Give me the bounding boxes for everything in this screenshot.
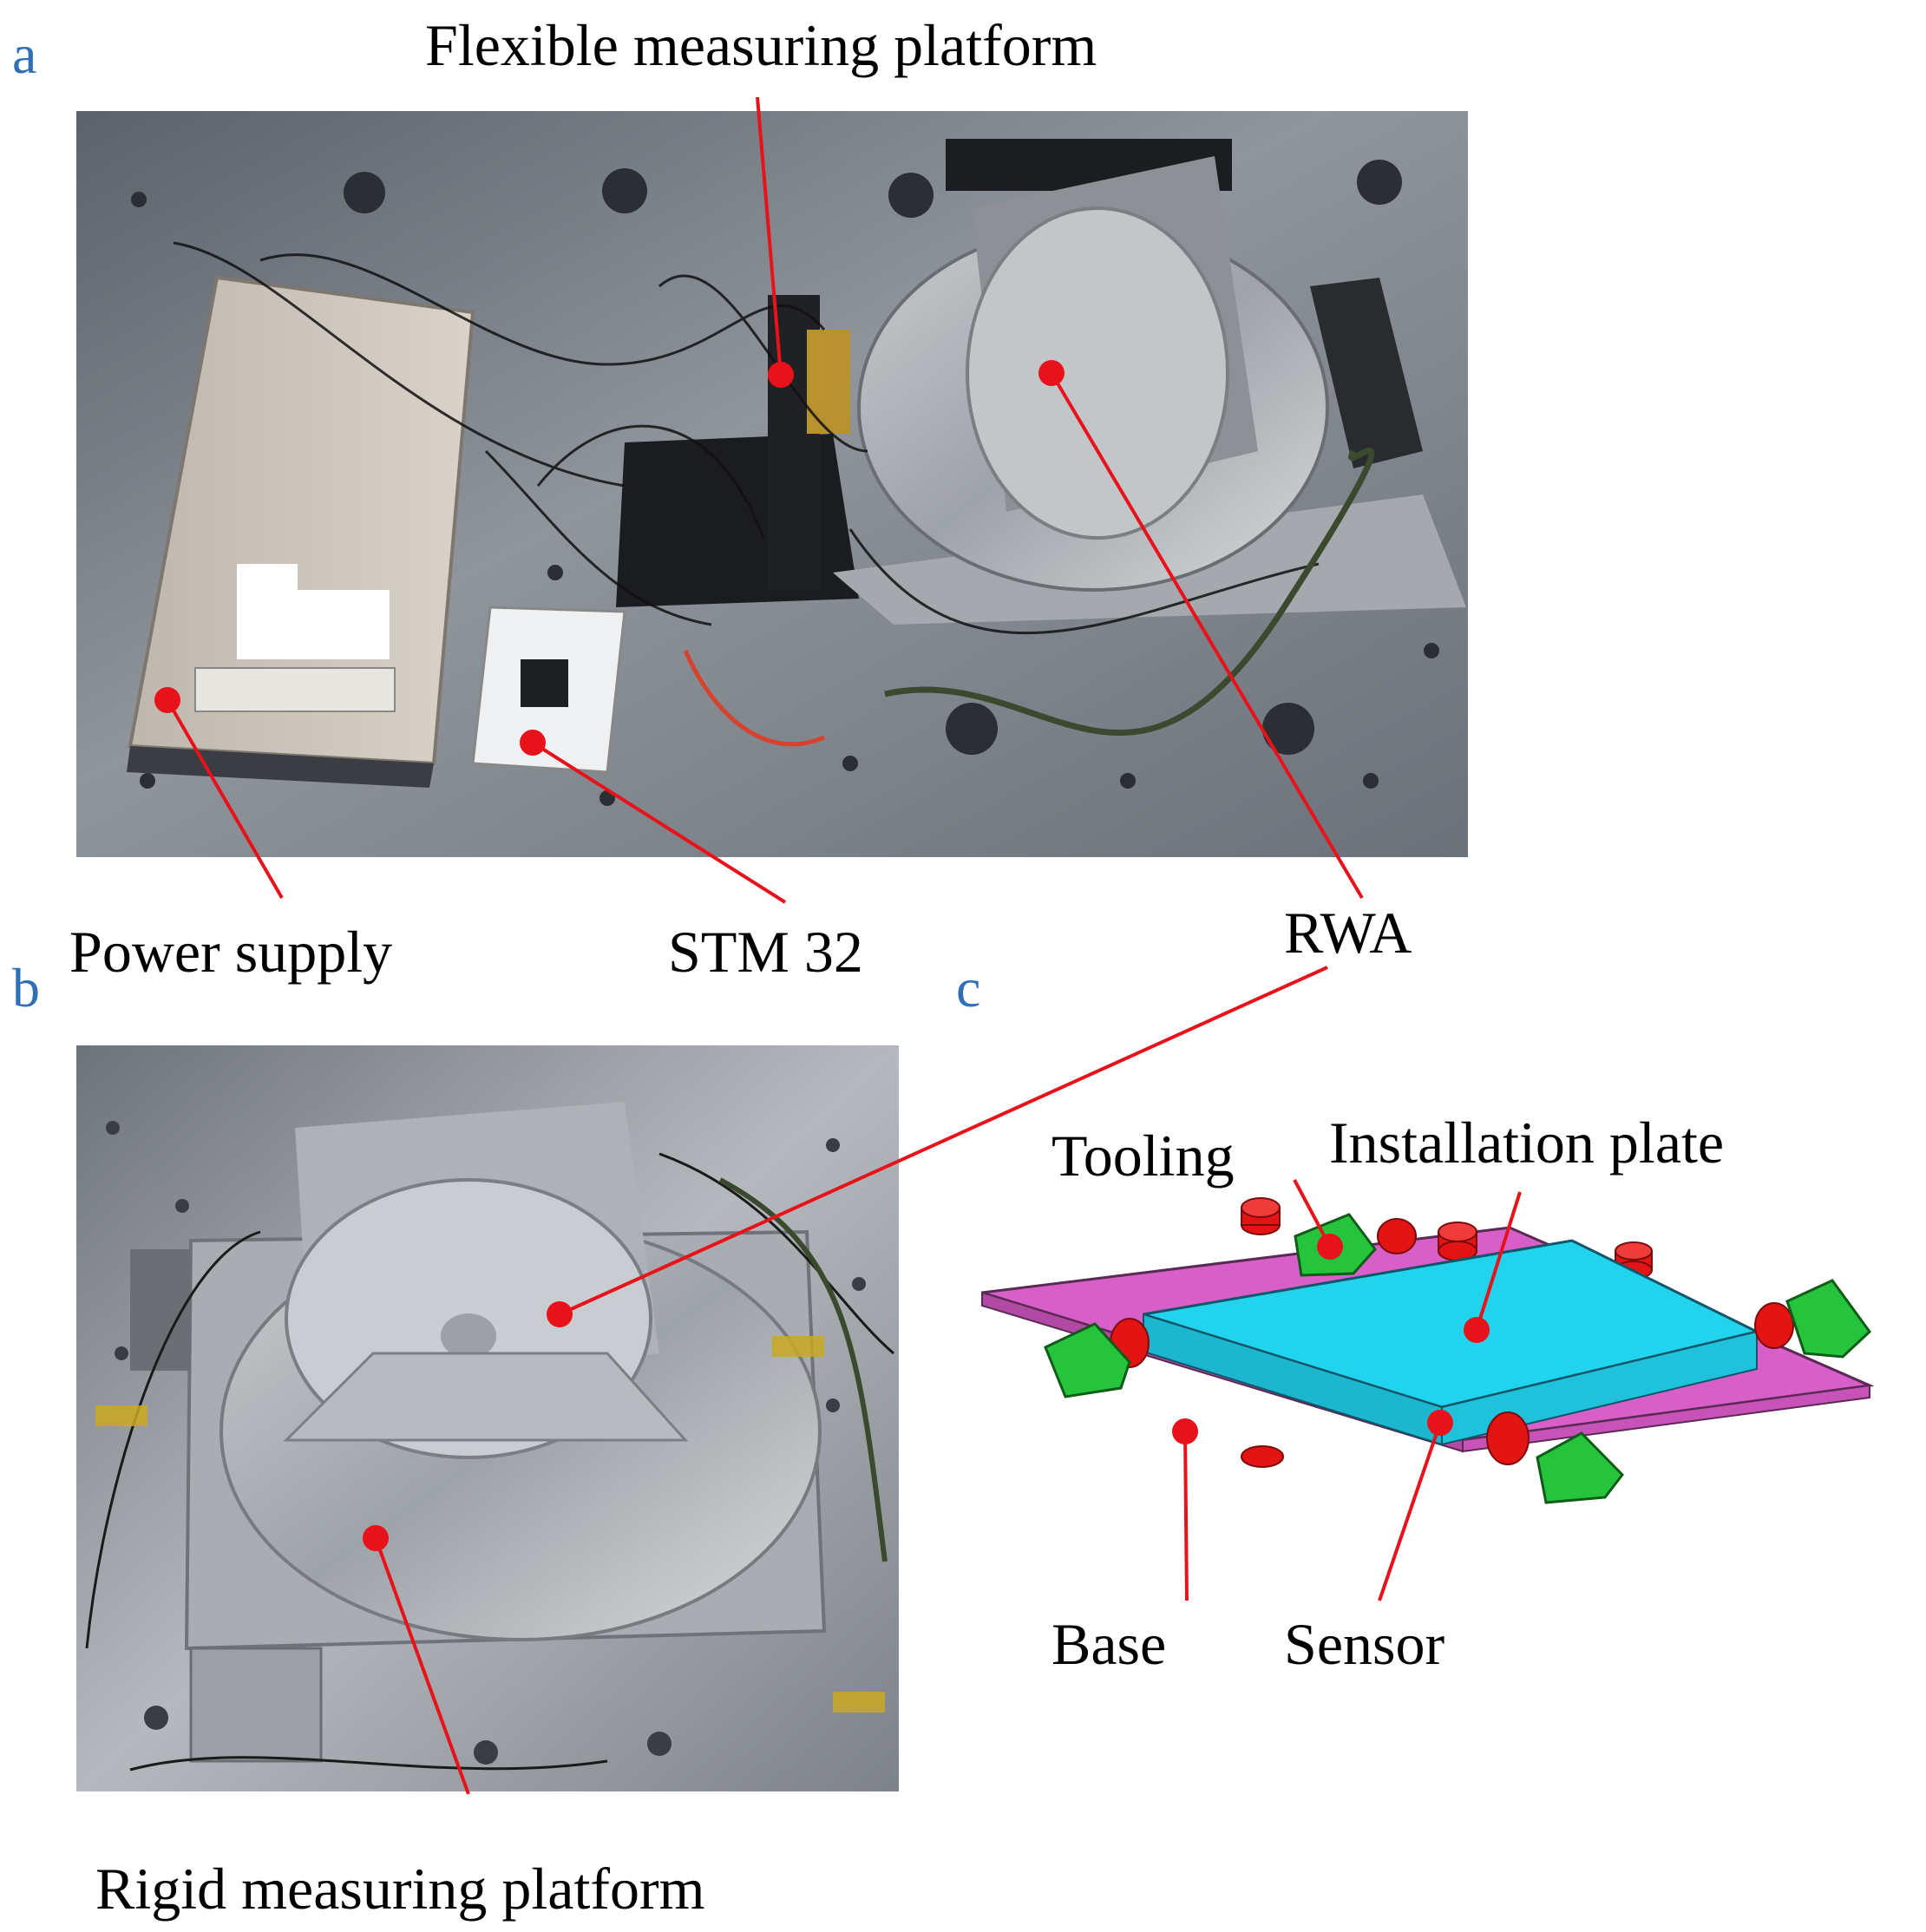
label-stm32: STM 32 bbox=[668, 919, 863, 985]
panel-a: a bbox=[12, 12, 1468, 985]
red-wires-a bbox=[683, 650, 825, 747]
label-rigid-platform: Rigid measuring platform bbox=[95, 1856, 705, 1922]
panel-b: b bbox=[12, 957, 1328, 1922]
label-base: Base bbox=[1051, 1611, 1166, 1677]
green-cable-a bbox=[884, 447, 1375, 737]
label-sensor: Sensor bbox=[1284, 1611, 1444, 1677]
cables-a bbox=[173, 241, 1320, 635]
pointer-dots-c bbox=[1172, 1234, 1490, 1444]
kapton-tape-b bbox=[95, 1336, 885, 1713]
label-rwa: RWA bbox=[1284, 900, 1412, 966]
pointers-a bbox=[166, 96, 1364, 904]
label-flexible-platform: Flexible measuring platform bbox=[425, 12, 1097, 78]
power-supply bbox=[127, 275, 475, 788]
rigid-platform-side-block bbox=[189, 1647, 323, 1763]
right-fixture-a bbox=[1310, 278, 1423, 468]
reaction-wheel-b bbox=[283, 1102, 689, 1459]
cables-b bbox=[85, 1152, 894, 1772]
panel-b-photo bbox=[76, 1045, 899, 1791]
panel-b-letter: b bbox=[12, 957, 40, 1018]
stm32-board bbox=[471, 606, 626, 774]
green-cable-b bbox=[718, 1177, 888, 1562]
installation-plate bbox=[1143, 1239, 1761, 1446]
reaction-wheel-a bbox=[946, 139, 1258, 540]
pointer-dots-a bbox=[154, 360, 1065, 756]
pointer-rwa-to-b bbox=[559, 966, 1328, 1316]
label-installation-plate: Installation plate bbox=[1329, 1110, 1724, 1176]
panel-a-photo bbox=[76, 111, 1468, 857]
label-tooling: Tooling bbox=[1051, 1123, 1235, 1189]
panel-c-letter: c bbox=[956, 957, 980, 1018]
panel-c: c bbox=[956, 957, 1875, 1677]
pointers-b bbox=[374, 1537, 470, 1795]
panel-a-letter: a bbox=[12, 23, 36, 85]
black-mount-plate bbox=[616, 434, 859, 607]
bench-holes-b bbox=[106, 1121, 866, 1765]
label-power-supply: Power supply bbox=[69, 919, 392, 985]
